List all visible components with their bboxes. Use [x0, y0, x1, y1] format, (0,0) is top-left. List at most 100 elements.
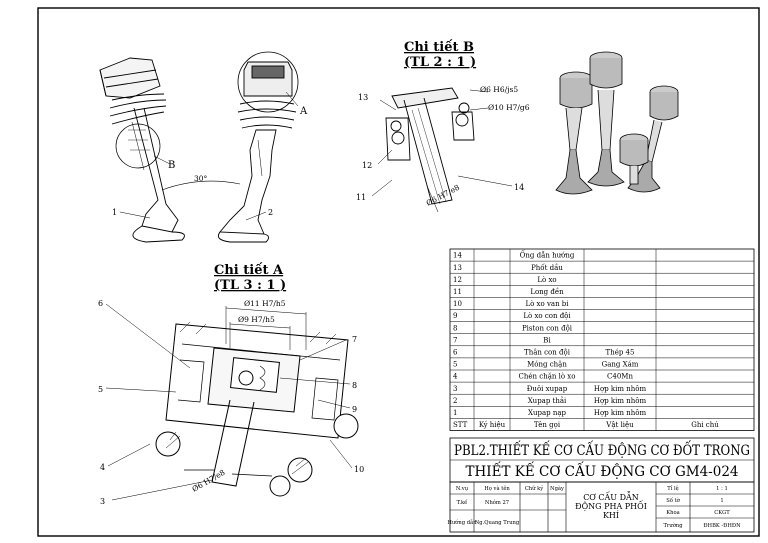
parts-table-cell-stt: 3 [453, 385, 457, 393]
angle-arc [161, 180, 241, 191]
info-sheet-label: Số tờ [666, 497, 680, 504]
parts-table-header-name: Tên gọi [534, 421, 561, 429]
detail-b-title: Chi tiết B [404, 39, 474, 55]
parts-table-cell-name: Ống dẫn hướng [520, 250, 575, 260]
callout-1: 1 [112, 208, 117, 217]
parts-table-cell-stt: 12 [453, 276, 462, 284]
callout-4: 4 [100, 463, 105, 472]
tb-row1-role: T.kế [457, 499, 468, 506]
parts-table-cell-name: Móng chặn [527, 361, 567, 369]
parts-table-cell-name: Lò xo [537, 276, 556, 284]
detail-mark-a: A [299, 106, 308, 117]
info-sheet-value: 1 [720, 498, 723, 504]
detail-a-fit-2: Ø9 H7/h5 [238, 315, 275, 324]
callout-3: 3 [100, 497, 105, 506]
parts-table-cell-stt: 10 [453, 300, 462, 308]
tb-row1-name: Nhóm 27 [485, 499, 509, 506]
parts-table-header-stt: STT [453, 421, 468, 429]
detail-a-drawing [105, 303, 359, 501]
iso-valve-4 [619, 133, 649, 185]
parts-table-header-note: Ghi chú [691, 421, 719, 429]
parts-table-cell-name: Piston con đội [522, 324, 573, 332]
parts-table-cell-stt: 11 [453, 288, 462, 296]
parts-table-cell-stt: 13 [453, 264, 462, 272]
parts-table-cell-name: Lò xo van bi [525, 300, 569, 308]
title-block [449, 437, 755, 533]
detail-a-fit-3: Ø6 H7/e8 [191, 468, 227, 494]
parts-table-cell-material: Hợp kim nhôm [594, 397, 647, 405]
callout-9: 9 [352, 405, 357, 414]
detail-b-fit-1: Ø6 H6/js5 [480, 85, 518, 94]
tb-row2-name: Ng.Quang Trung [475, 520, 520, 526]
parts-table-cell-name: Phốt dầu [531, 263, 563, 272]
drawing-name-2: ĐỘNG PHA PHỐI [575, 501, 647, 511]
detail-b-fit-2: Ø10 H7/g6 [488, 103, 530, 112]
callout-8: 8 [352, 381, 357, 390]
exhaust-valve [217, 51, 299, 243]
tb-head-name: Họ và tên [484, 485, 510, 492]
info-school-label: Trường [663, 522, 683, 529]
tb-head-date: Ngày [550, 485, 564, 492]
title-line-1: PBL2.THIẾT KẾ CƠ CẤU ĐỘNG CƠ ĐỐT TRONG [454, 441, 750, 459]
tb-row2-role: Hướng dẫn [447, 518, 477, 526]
parts-table-cell-name: Long đền [530, 287, 564, 296]
detail-a-fit-1: Ø11 H7/h5 [244, 299, 286, 308]
callout-6: 6 [98, 299, 103, 308]
detail-a-title: Chi tiết A [214, 262, 284, 278]
sheet-border [37, 7, 760, 537]
intake-valve [99, 57, 185, 243]
main-valve-view [99, 51, 299, 243]
parts-table-header-symbol: Ký hiệu [479, 421, 506, 429]
iso-valve-2 [587, 51, 625, 187]
callout-12: 12 [362, 161, 372, 170]
tb-head-sign: Chữ ký [525, 485, 543, 492]
parts-table-cell-stt: 4 [453, 373, 458, 381]
callout-10: 10 [354, 465, 364, 474]
ball [238, 370, 254, 386]
parts-table-cell-name: Chén chặn lò xo [519, 373, 576, 381]
parts-table-frame [449, 248, 755, 431]
parts-table-cell-stt: 5 [453, 361, 457, 369]
detail-b-scale: (TL 2 : 1 ) [404, 55, 476, 70]
parts-table-cell-stt: 14 [453, 252, 462, 260]
parts-table-cell-stt: 1 [453, 409, 457, 417]
callout-7: 7 [352, 335, 357, 344]
callout-14: 14 [514, 183, 524, 192]
isometric-view [555, 51, 679, 195]
parts-table-cell-material: Thép 45 [606, 349, 635, 357]
parts-table-cell-material: Gang Xám [602, 361, 639, 369]
callout-2: 2 [268, 208, 273, 217]
parts-table-cell-name: Lò xo con đội [523, 312, 571, 320]
parts-table-cell-name: Xupap nạp [528, 409, 567, 417]
callout-13: 13 [358, 93, 368, 102]
info-faculty-label: Khoa [666, 510, 679, 516]
detail-b-fit-3: Ø6 H7/e8 [425, 183, 462, 208]
title-line-2: THIẾT KẾ CƠ CẤU ĐỘNG CƠ GM4-024 [466, 462, 739, 480]
drawing-name-3: KHÍ [603, 511, 619, 520]
info-scale-label: Tỉ lệ [667, 485, 679, 492]
angle-label: 30° [194, 174, 208, 183]
parts-table-cell-name: Thân con đội [524, 349, 571, 357]
parts-table-cell-material: Hợp kim nhôm [594, 385, 647, 393]
drawing-name-1: CƠ CẤU DẪN [583, 492, 639, 502]
callout-11: 11 [356, 193, 366, 202]
callout-5: 5 [98, 385, 103, 394]
parts-table-cell-stt: 7 [453, 336, 457, 344]
parts-table-cell-stt: 8 [453, 324, 457, 332]
detail-b-drawing [371, 87, 513, 213]
detail-mark-b: B [168, 160, 175, 171]
parts-table-cell-material: Hợp kim nhôm [594, 409, 647, 417]
parts-table-cell-stt: 9 [453, 312, 457, 320]
parts-table-cell-material: C40Mn [607, 373, 633, 381]
info-school-value: ĐHBK -ĐHĐN [703, 523, 741, 529]
detail-a-scale: (TL 3 : 1 ) [214, 278, 286, 293]
parts-table-cell-name: Bi [543, 336, 551, 344]
info-scale-value: 1 : 1 [716, 486, 728, 492]
parts-table-cell-name: Đuôi xupap [527, 385, 568, 393]
iso-valve-3 [627, 85, 679, 193]
tb-head-role: N.vụ [456, 486, 469, 492]
parts-table-cell-name: Xupap thải [528, 396, 567, 405]
parts-table-cell-stt: 6 [453, 349, 458, 357]
